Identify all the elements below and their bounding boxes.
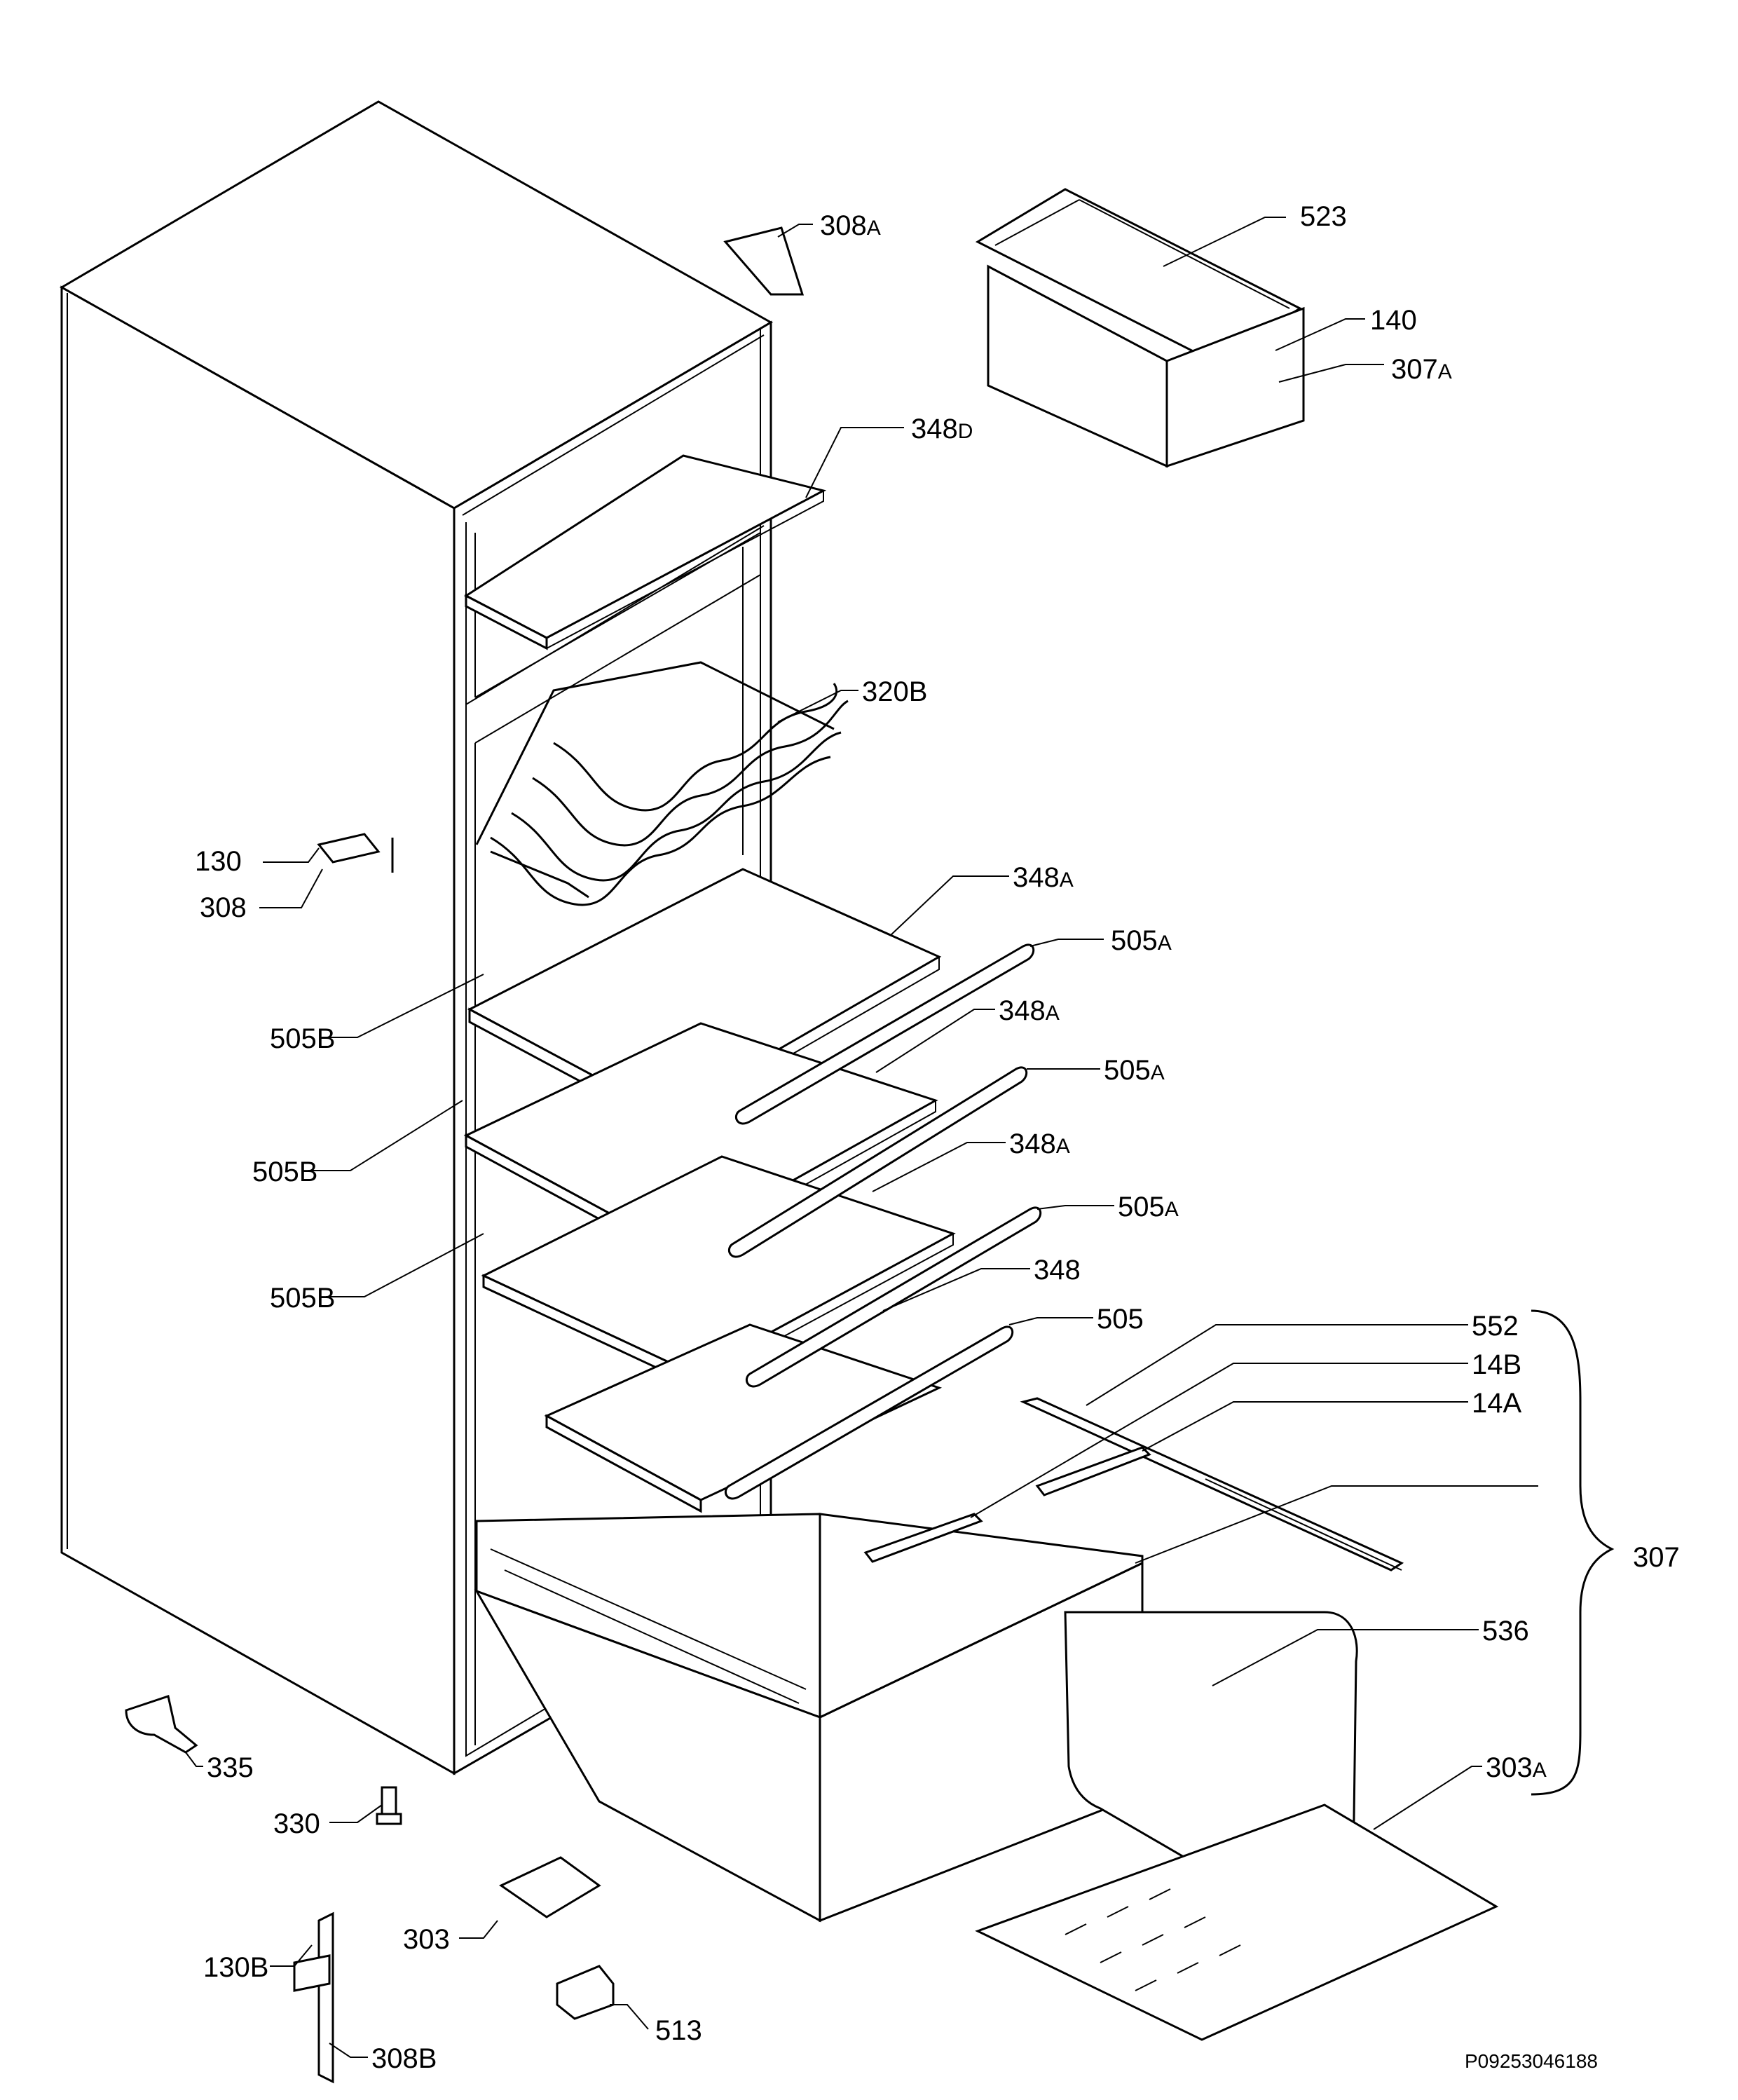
wine-rack-320b	[475, 661, 849, 906]
glass-shelf-348d	[464, 454, 827, 650]
runner-14b	[863, 1513, 983, 1563]
label-505a-2: 505A	[1104, 1055, 1165, 1086]
label-308b: 308B	[371, 2043, 437, 2074]
plinth-303	[499, 1856, 601, 1918]
hinge-335	[125, 1695, 198, 1754]
hinge-130	[317, 833, 394, 873]
shelf-trim-505a-3	[746, 1206, 1042, 1388]
label-303a: 303A	[1486, 1752, 1547, 1783]
label-505b-1: 505B	[270, 1023, 335, 1054]
label-505b-3: 505B	[270, 1283, 335, 1314]
lower-hinge-130b	[293, 1911, 334, 2084]
label-130b: 130B	[203, 1952, 268, 1983]
label-348a-1: 348A	[1013, 862, 1074, 893]
label-335: 335	[207, 1752, 254, 1783]
runner-14a	[1035, 1446, 1151, 1496]
label-505b-2: 505B	[252, 1157, 317, 1187]
shelf-trim-505	[725, 1325, 1014, 1500]
callout-labels: 523 140 307A 308A 348D 320B 130 308 348A…	[195, 201, 1680, 2074]
label-505: 505	[1097, 1304, 1144, 1335]
shelf-trim-505a-2	[728, 1066, 1028, 1258]
leader-lines	[185, 217, 1538, 2058]
label-536: 536	[1482, 1616, 1529, 1646]
crisper-drawer-303	[474, 1513, 1144, 1923]
label-307a: 307A	[1391, 354, 1452, 385]
foot-330	[376, 1786, 402, 1825]
label-513: 513	[655, 2015, 702, 2046]
drawing-code: P09253046188	[1465, 2050, 1598, 2072]
bracket-brace-307	[1531, 1309, 1615, 1796]
compartment-assembly-523	[975, 188, 1305, 468]
label-330: 330	[273, 1808, 320, 1839]
label-320b: 320B	[862, 676, 927, 707]
glass-shelf-348a-3	[481, 1155, 956, 1387]
label-307: 307	[1633, 1542, 1680, 1573]
bracket-308a	[723, 226, 805, 296]
label-523: 523	[1300, 201, 1347, 232]
label-308: 308	[200, 892, 247, 923]
label-505a-3: 505A	[1118, 1192, 1179, 1222]
label-130: 130	[195, 846, 242, 877]
label-552: 552	[1472, 1311, 1519, 1342]
label-14a: 14A	[1472, 1388, 1521, 1419]
label-348a-2: 348A	[999, 995, 1060, 1026]
label-348a-3: 348A	[1009, 1129, 1070, 1159]
label-348d: 348D	[911, 414, 973, 444]
label-505a-1: 505A	[1111, 925, 1172, 956]
shelf-trim-505a-1	[735, 943, 1035, 1125]
drip-tray-303a	[975, 1804, 1499, 2041]
clip-513	[556, 1965, 615, 2020]
support-rail-552	[1020, 1397, 1404, 1571]
label-303: 303	[403, 1924, 450, 1955]
label-140: 140	[1370, 305, 1417, 336]
label-348: 348	[1034, 1255, 1081, 1286]
label-308a: 308A	[820, 210, 881, 241]
label-14b: 14B	[1472, 1349, 1521, 1380]
glass-shelf-348	[544, 1323, 943, 1513]
